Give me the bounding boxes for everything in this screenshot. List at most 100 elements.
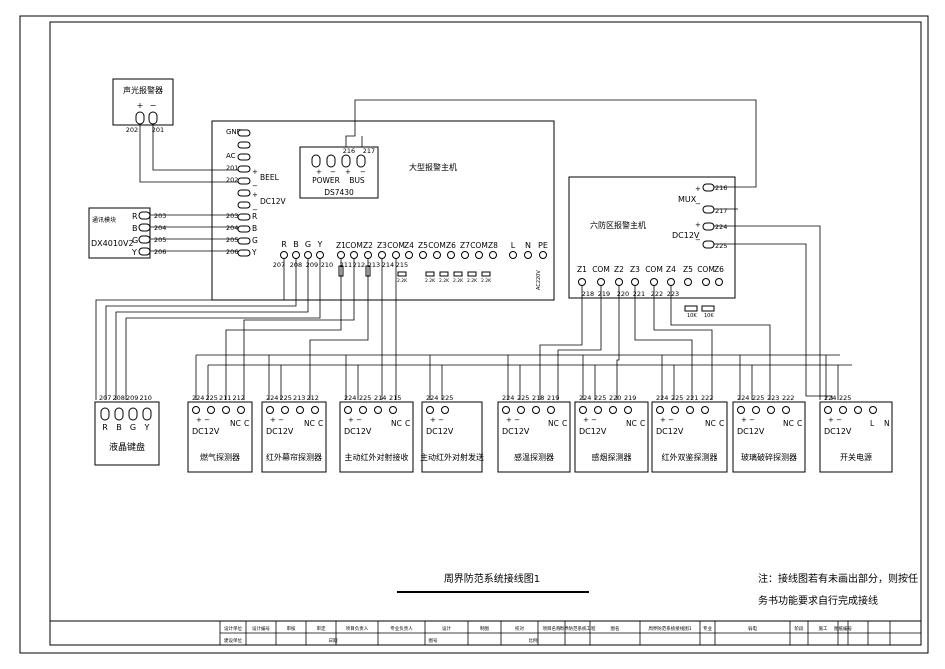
svg-text:222: 222 (651, 290, 663, 298)
title-cell: 校对 (515, 625, 524, 632)
svg-text:221: 221 (633, 290, 645, 298)
title-cell: 比例 (529, 637, 538, 644)
title-cell: 阶段 (795, 625, 804, 632)
six-zone-host: 六防区报警主机 MUX DC12V +− +− 216 217 224 225 … (568, 176, 736, 319)
svg-text:218: 218 (582, 290, 594, 298)
wire (714, 243, 833, 400)
svg-text:−: − (330, 168, 336, 176)
svg-text:−: − (150, 101, 157, 110)
terminal (702, 222, 715, 231)
device-name: 液晶键盘 (109, 441, 145, 453)
terminal (100, 407, 110, 421)
terminal (624, 406, 632, 414)
svg-text:219: 219 (598, 290, 610, 298)
terminal (237, 141, 251, 149)
zone-label: Z4 (666, 265, 676, 274)
terminal (237, 189, 251, 197)
title-cell: 建设单位 (224, 637, 242, 644)
zone-label: Z5 (418, 241, 428, 250)
pin-label: C (405, 419, 410, 428)
terminal (280, 251, 288, 259)
zone-label: Z2 (363, 241, 373, 250)
terminal (594, 406, 602, 414)
terminal-number: 218 (532, 394, 544, 402)
pin-label: C (797, 419, 802, 428)
svg-text:DC12V: DC12V (260, 197, 287, 206)
polarity: + − (741, 416, 755, 424)
svg-text:204: 204 (226, 224, 238, 232)
terminal (869, 406, 877, 414)
pin-label: DC12V (426, 427, 454, 436)
svg-text:215: 215 (396, 261, 408, 269)
title-cell: 图号 (429, 638, 438, 644)
svg-text:10K: 10K (687, 313, 697, 319)
terminal (702, 183, 715, 192)
svg-text:POWER: POWER (312, 176, 340, 185)
terminal-number: 214 (374, 394, 386, 402)
svg-text:220: 220 (617, 290, 629, 298)
sound-alarm-title: 声光报警器 (123, 85, 163, 95)
pin-label: DC12V (737, 427, 765, 436)
svg-text:205: 205 (154, 236, 166, 244)
terminal-number: 210 (140, 394, 152, 402)
terminal-number: 212 (233, 394, 245, 402)
title-cell: 设计编号 (252, 625, 270, 632)
svg-text:+: + (695, 185, 701, 193)
svg-text:+: + (316, 168, 322, 176)
pin-label: N (884, 419, 890, 428)
note-line-2: 务书功能要求自行完成接线 (758, 594, 878, 607)
svg-text:205: 205 (226, 236, 238, 244)
terminal (419, 251, 427, 259)
pin-label: NC (230, 419, 241, 428)
title-cell: 图纸编号 (834, 625, 852, 632)
terminal (597, 278, 605, 286)
terminal-number: 225 (752, 394, 764, 402)
terminal-number: 220 (609, 394, 621, 402)
svg-text:DX4010V2: DX4010V2 (91, 239, 134, 248)
terminal (222, 406, 230, 414)
svg-text:223: 223 (667, 290, 679, 298)
pin-label: NC (548, 419, 559, 428)
svg-text:10K: 10K (704, 313, 714, 319)
svg-text:202: 202 (226, 176, 238, 184)
polarity: + − (348, 416, 362, 424)
polarity: + − (660, 416, 674, 424)
terminal-number: 209 (126, 394, 138, 402)
svg-text:210: 210 (321, 261, 333, 269)
terminal-number: 223 (767, 394, 779, 402)
svg-text:Y: Y (317, 240, 323, 249)
wire (653, 285, 713, 400)
ds7430-module: 216 217 +− +− POWER BUS DS7430 (299, 146, 379, 199)
terminal (671, 406, 679, 414)
zone-label: Z1 (577, 265, 587, 274)
terminal (767, 406, 775, 414)
resistor-label: 2.2K (425, 278, 436, 284)
ds7430-label: DS7430 (324, 188, 354, 197)
title-cell: 设计 (442, 625, 451, 632)
terminal-number: 225 (517, 394, 529, 402)
svg-text:203: 203 (226, 212, 238, 220)
terminal-number: 224 (737, 394, 749, 402)
terminal (114, 407, 124, 421)
terminal (532, 406, 540, 414)
svg-text:225: 225 (715, 242, 727, 250)
terminal (701, 406, 709, 414)
svg-text:+: + (695, 221, 701, 229)
terminal-number: 211 (219, 394, 231, 402)
terminal-number: 225 (206, 394, 218, 402)
wire (539, 285, 583, 400)
svg-text:217: 217 (363, 147, 375, 155)
outer-frame (19, 15, 929, 654)
terminal (426, 406, 434, 414)
terminal (350, 251, 358, 259)
terminal (578, 278, 586, 286)
svg-text:AC220V: AC220V (536, 270, 542, 290)
wire (670, 285, 771, 400)
terminal (237, 406, 245, 414)
svg-text:211: 211 (340, 261, 352, 269)
terminal-number: 224 (426, 394, 438, 402)
pin-label: G (130, 423, 136, 432)
terminal (237, 237, 251, 245)
terminal (138, 223, 151, 232)
